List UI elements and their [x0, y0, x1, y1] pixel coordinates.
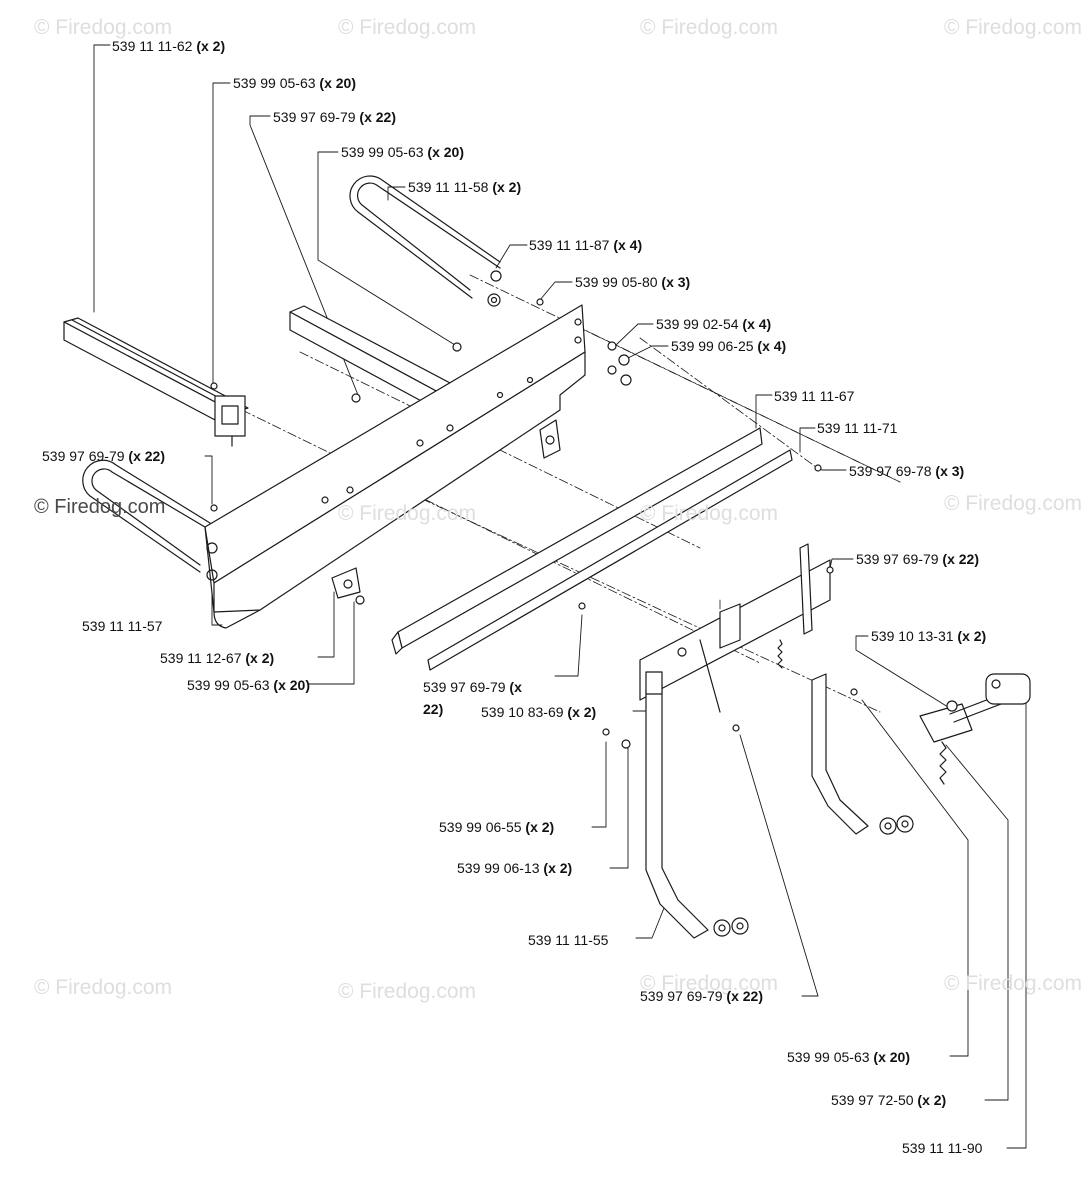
- watermark: © Firedog.com: [34, 976, 173, 999]
- angle-bar-67: [391, 427, 763, 655]
- part-label: 539 99 05-63 (x 20): [787, 1049, 910, 1065]
- part-label: 539 11 11-58 (x 2): [408, 179, 522, 195]
- bracket-small-front: [331, 567, 361, 599]
- watermark: © Firedog.com: [338, 980, 477, 1003]
- watermark: © Firedog.com: [34, 16, 173, 39]
- main-frame-rail: [204, 304, 586, 629]
- part-label: 539 97 69-79 (x: [423, 679, 522, 695]
- part-label: 539 11 12-67 (x 2): [160, 650, 275, 666]
- part-label: 539 97 72-50 (x 2): [831, 1092, 947, 1108]
- watermark: © Firedog.com: [34, 496, 166, 518]
- hardware: [210, 270, 958, 749]
- part-label: 539 11 11-55: [528, 932, 609, 948]
- part-label: 539 99 06-13 (x 2): [457, 860, 573, 876]
- part-label: 539 11 11-87 (x 4): [529, 237, 643, 253]
- watermark: © Firedog.com: [944, 16, 1081, 39]
- part-label: 539 11 11-62 (x 2): [112, 38, 226, 54]
- watermark: © Firedog.com: [944, 972, 1081, 995]
- right-leg: [811, 673, 914, 835]
- watermark: © Firedog.com: [944, 492, 1081, 515]
- part-label: 539 99 06-25 (x 4): [671, 338, 787, 354]
- left-leg: [645, 671, 749, 939]
- watermark: © Firedog.com: [338, 16, 477, 39]
- angle-bar-71: [427, 449, 793, 671]
- bracket-small-rear: [539, 419, 561, 459]
- watermark: © Firedog.com: [338, 502, 477, 525]
- part-label: 539 97 69-79 (x 22): [42, 448, 165, 464]
- part-label: 539 11 11-67: [774, 388, 855, 404]
- front-hitch-frame: [639, 543, 831, 713]
- leader-lines: [93, 44, 1027, 1149]
- part-label: 539 11 11-90: [902, 1140, 983, 1156]
- part-label: 539 97 69-78 (x 3): [849, 463, 965, 479]
- part-label: 22): [423, 701, 444, 717]
- part-label: 539 11 11-57: [82, 618, 163, 634]
- center-rear-tube: [289, 305, 453, 411]
- part-label: 539 99 05-80 (x 3): [575, 274, 691, 290]
- u-bolt-upper: [349, 175, 501, 299]
- u-bolt-lower: [82, 459, 211, 573]
- part-label: 539 99 02-54 (x 4): [656, 316, 772, 332]
- part-label: 539 99 05-63 (x 20): [341, 144, 464, 160]
- part-label: 539 99 06-55 (x 2): [439, 819, 555, 835]
- part-label: 539 97 69-79 (x 22): [856, 551, 979, 567]
- part-label: 539 97 69-79 (x 22): [640, 988, 763, 1004]
- spring-center: [777, 639, 783, 669]
- watermark: © Firedog.com: [640, 16, 779, 39]
- part-label: 539 11 11-71: [817, 420, 898, 436]
- hitch-pin-assembly: [919, 673, 1031, 743]
- part-label: 539 97 69-79 (x 22): [273, 109, 396, 125]
- part-label: 539 99 05-63 (x 20): [233, 75, 356, 91]
- watermark: © Firedog.com: [640, 972, 779, 995]
- part-label: 539 10 13-31 (x 2): [871, 628, 987, 644]
- part-label: 539 99 05-63 (x 20): [187, 677, 310, 693]
- watermark: © Firedog.com: [640, 502, 779, 525]
- part-label: 539 10 83-69 (x 2): [481, 704, 597, 720]
- spring-right: [939, 741, 947, 785]
- left-rear-tube: [63, 317, 249, 447]
